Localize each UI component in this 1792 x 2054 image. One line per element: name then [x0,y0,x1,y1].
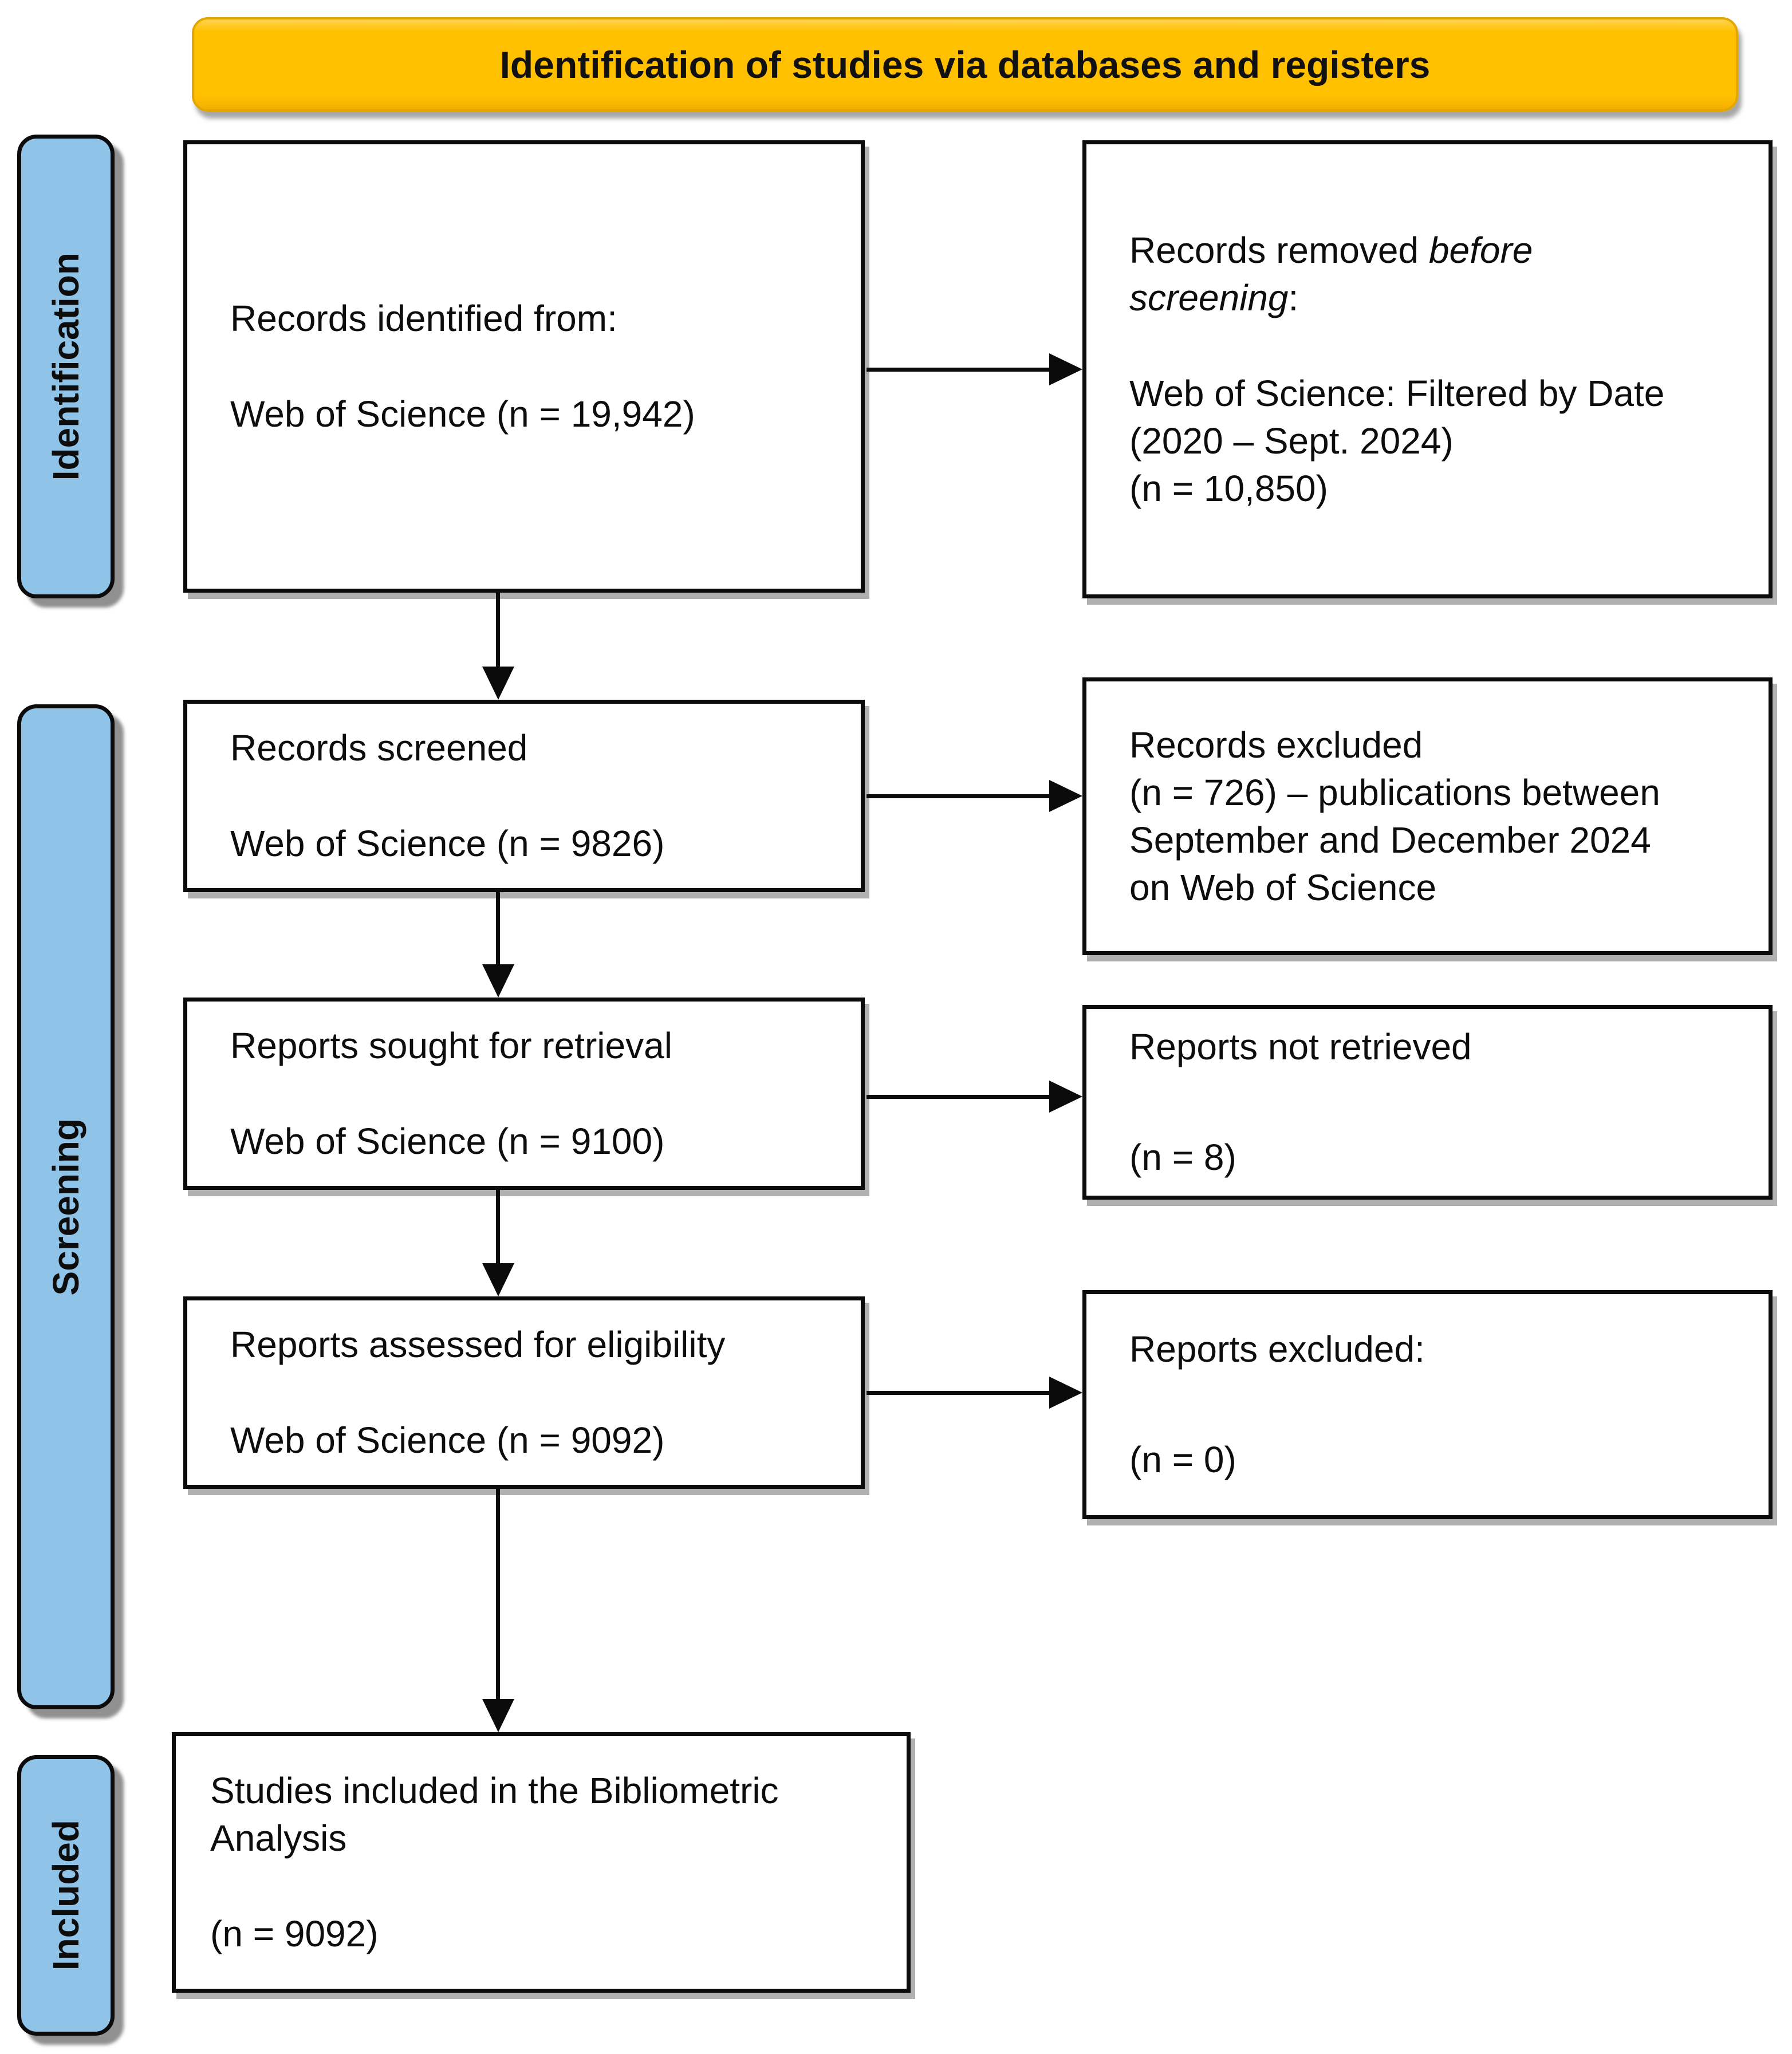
stage-label-screening: Screening [45,1118,86,1296]
studies-included-count: (n = 9092) [210,1913,379,1954]
arrow-identified-to-screened-head [482,667,514,700]
reports-not-retrieved-heading: Reports not retrieved [1129,1026,1472,1067]
arrow-sought-to-not-retrieved-head [1049,1081,1082,1113]
arrow-assessed-to-included [496,1489,500,1702]
arrow-screened-to-excluded-head [1049,780,1082,812]
arrow-identified-to-screened [496,593,500,668]
arrow-sought-to-assessed-head [482,1263,514,1296]
box-reports-assessed: Reports assessed for eligibility Web of … [183,1296,865,1489]
records-removed-italic: before screening [1129,229,1533,318]
box-records-excluded: Records excluded (n = 726) – publication… [1082,677,1773,955]
arrow-identified-to-removed-head [1049,353,1082,385]
arrow-sought-to-assessed [496,1190,500,1265]
records-excluded-text: Records excluded (n = 726) – publication… [1129,724,1660,908]
arrow-screened-to-sought [496,892,500,968]
reports-excluded-heading: Reports excluded: [1129,1328,1425,1370]
studies-included-heading: Studies included in the Bibliometric Ana… [210,1770,779,1859]
arrow-screened-to-sought-head [482,964,514,998]
records-removed-detail: Web of Science: Filtered by Date (2020 –… [1129,372,1665,509]
title-banner-label: Identification of studies via databases … [499,43,1431,86]
records-identified-heading: Records identified from: [230,298,617,339]
arrow-assessed-to-included-head [482,1699,514,1732]
arrow-assessed-to-reports-excluded [867,1391,1051,1395]
stage-label-identification: Identification [45,252,86,481]
records-screened-count: Web of Science (n = 9826) [230,823,665,864]
arrow-screened-to-excluded [867,794,1051,798]
box-records-screened: Records screened Web of Science (n = 982… [183,700,865,892]
arrow-sought-to-not-retrieved [867,1095,1051,1099]
reports-not-retrieved-count: (n = 8) [1129,1137,1236,1178]
arrow-identified-to-removed [867,368,1051,372]
box-reports-sought: Reports sought for retrieval Web of Scie… [183,998,865,1190]
box-reports-excluded: Reports excluded: (n = 0) [1082,1290,1773,1519]
box-studies-included: Studies included in the Bibliometric Ana… [172,1732,911,1993]
arrow-assessed-to-reports-excluded-head [1049,1377,1082,1409]
stage-label-included: Included [45,1820,86,1971]
box-records-identified: Records identified from: Web of Science … [183,140,865,593]
stage-bar-included: Included [17,1755,115,2036]
stage-bar-screening: Screening [17,704,115,1709]
reports-sought-heading: Reports sought for retrieval [230,1025,672,1066]
stage-bar-identification: Identification [17,135,115,598]
reports-assessed-heading: Reports assessed for eligibility [230,1324,726,1365]
reports-assessed-count: Web of Science (n = 9092) [230,1420,665,1461]
reports-excluded-count: (n = 0) [1129,1439,1236,1480]
records-removed-heading: Records removed before screening: [1129,229,1533,318]
reports-sought-count: Web of Science (n = 9100) [230,1121,665,1162]
records-screened-heading: Records screened [230,727,528,768]
box-records-removed: Records removed before screening: Web of… [1082,140,1773,598]
box-reports-not-retrieved: Reports not retrieved (n = 8) [1082,1005,1773,1200]
records-identified-count: Web of Science (n = 19,942) [230,393,695,435]
title-banner: Identification of studies via databases … [192,17,1738,112]
